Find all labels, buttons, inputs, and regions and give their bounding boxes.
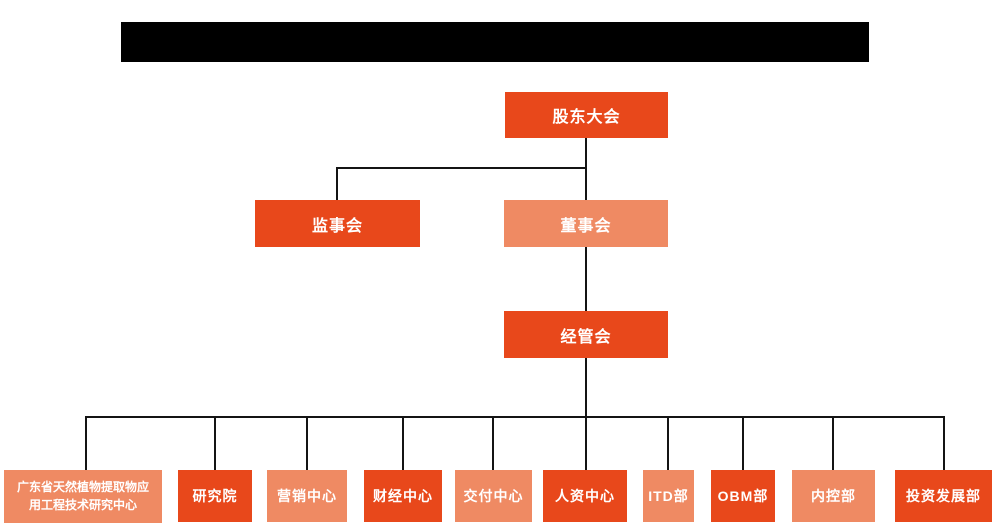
node-board-of-directors: 董事会 <box>504 200 668 247</box>
node-delivery-center: 交付中心 <box>455 470 532 522</box>
connector-branch-horizontal <box>336 167 587 169</box>
connector-drop-marketing-center <box>306 416 308 470</box>
node-marketing-center: 营销中心 <box>267 470 347 522</box>
node-research-institute: 研究院 <box>178 470 252 522</box>
node-shareholders-meeting: 股东大会 <box>505 92 668 138</box>
node-investment-development-dept: 投资发展部 <box>895 470 992 522</box>
redacted-title-bar <box>121 22 869 62</box>
node-obm-dept: OBM部 <box>711 470 775 522</box>
connector-drop-internal-control-dept <box>832 416 834 470</box>
connector-drop-research-institute <box>214 416 216 470</box>
connector-departments-horizontal <box>85 416 945 418</box>
node-supervisory-board: 监事会 <box>255 200 420 247</box>
connector-directors-to-management <box>585 247 587 311</box>
connector-drop-itd-dept <box>667 416 669 470</box>
connector-drop-delivery-center <box>492 416 494 470</box>
connector-drop-hr-center <box>585 416 587 470</box>
connector-drop-research-center <box>85 416 87 470</box>
node-internal-control-dept: 内控部 <box>792 470 875 522</box>
connector-to-supervisors <box>336 167 338 200</box>
connector-drop-obm-dept <box>742 416 744 470</box>
node-research-center: 广东省天然植物提取物应用工程技术研究中心 <box>4 470 162 523</box>
node-itd-dept: ITD部 <box>643 470 694 522</box>
connector-management-down <box>585 358 587 417</box>
connector-drop-investment-dev-dept <box>943 416 945 470</box>
connector-drop-finance-center <box>402 416 404 470</box>
node-finance-center: 财经中心 <box>364 470 442 522</box>
node-management-committee: 经管会 <box>504 311 668 358</box>
node-hr-center: 人资中心 <box>543 470 627 522</box>
